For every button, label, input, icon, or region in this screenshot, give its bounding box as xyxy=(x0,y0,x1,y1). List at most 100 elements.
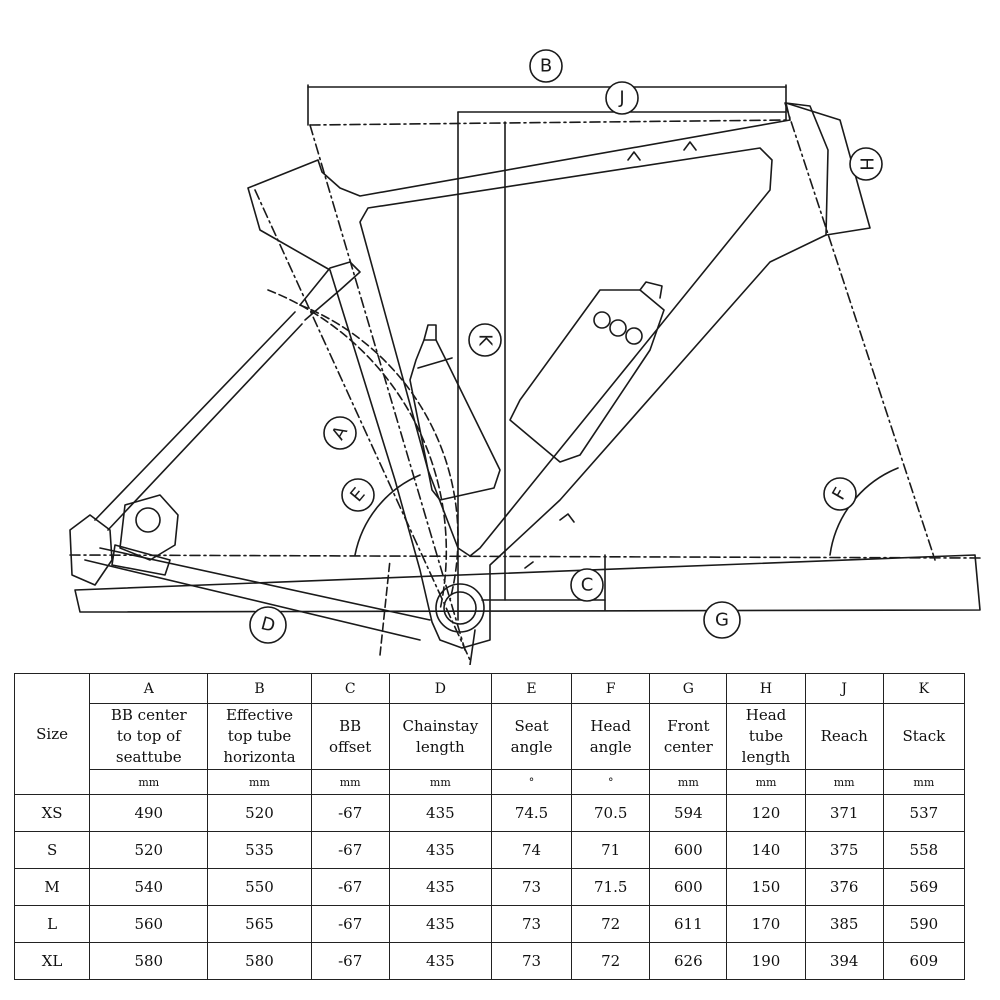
size-cell: XL xyxy=(13,942,91,980)
cell-e: 74.5 xyxy=(490,794,573,832)
seat-stay xyxy=(94,311,303,531)
cell-h: 120 xyxy=(726,794,806,832)
cell-f: 71.5 xyxy=(571,868,651,906)
cell-a: 490 xyxy=(89,794,209,832)
cell-g: 626 xyxy=(649,942,728,980)
cell-d: 435 xyxy=(388,831,492,869)
col-name-j: Reach xyxy=(804,703,884,770)
marker-g: G xyxy=(715,610,729,631)
marker-e-circle xyxy=(341,478,375,512)
col-letter-b: B xyxy=(207,673,312,704)
unit-b: mm xyxy=(207,769,312,795)
table-row: S 520 535 -67 435 74 71 600 140 375 558 xyxy=(13,831,966,869)
cell-g: 600 xyxy=(649,831,728,869)
table-row: M 540 550 -67 435 73 71.5 600 150 376 56… xyxy=(13,868,966,906)
marker-g-circle xyxy=(703,601,741,639)
table-row: XS 490 520 -67 435 74.5 70.5 594 120 371… xyxy=(13,794,966,832)
cell-b: 565 xyxy=(207,905,312,943)
cell-c: -67 xyxy=(310,794,390,832)
column-letter-row: Size A B C D E F G H J K xyxy=(13,673,966,795)
unit-k: mm xyxy=(882,769,966,795)
col-letter-f: F xyxy=(571,673,651,704)
marker-d-circle xyxy=(249,606,287,644)
cell-a: 560 xyxy=(89,905,209,943)
unit-a: mm xyxy=(89,769,209,795)
cell-j: 375 xyxy=(804,831,884,869)
marker-a-circle xyxy=(323,416,357,450)
bottle-down-tube xyxy=(509,289,665,463)
unit-c: mm xyxy=(310,769,390,795)
size-cell: L xyxy=(13,905,91,943)
cell-g: 611 xyxy=(649,905,728,943)
marker-h: H xyxy=(856,157,877,171)
chain-stay xyxy=(84,547,431,641)
cell-f: 72 xyxy=(571,942,651,980)
cell-c: -67 xyxy=(310,868,390,906)
cell-h: 140 xyxy=(726,831,806,869)
cell-g: 600 xyxy=(649,868,728,906)
cell-d: 435 xyxy=(388,794,492,832)
cell-k: 558 xyxy=(882,831,966,869)
unit-j: mm xyxy=(804,769,884,795)
cell-c: -67 xyxy=(310,905,390,943)
cell-h: 170 xyxy=(726,905,806,943)
size-cell: M xyxy=(13,868,91,906)
cell-k: 590 xyxy=(882,905,966,943)
seat-stay-top xyxy=(299,261,361,321)
cell-e: 74 xyxy=(490,831,573,869)
cell-k: 569 xyxy=(882,868,966,906)
col-letter-h: H xyxy=(726,673,806,704)
marker-j-circle xyxy=(605,81,639,115)
marker-b: B xyxy=(540,56,552,77)
unit-g: mm xyxy=(649,769,728,795)
col-name-k: Stack xyxy=(882,703,966,770)
col-letter-e: E xyxy=(490,673,573,704)
cell-f: 70.5 xyxy=(571,794,651,832)
marker-f-circle xyxy=(823,477,857,511)
col-letter-c: C xyxy=(310,673,390,704)
marker-k: K xyxy=(475,334,496,347)
size-header: Size xyxy=(13,673,91,795)
table-row: XL 580 580 -67 435 73 72 626 190 394 609 xyxy=(13,942,966,980)
marker-c-circle xyxy=(570,568,604,602)
cell-e: 73 xyxy=(490,868,573,906)
bottle-seat-tube xyxy=(409,339,501,501)
cell-e: 73 xyxy=(490,905,573,943)
table-row: L 560 565 -67 435 73 72 611 170 385 590 xyxy=(13,905,966,943)
cell-a: 520 xyxy=(89,831,209,869)
unit-row: mm mm mm mm ° ° mm mm mm mm xyxy=(15,769,966,795)
cell-k: 609 xyxy=(882,942,966,980)
marker-j: J xyxy=(618,88,624,109)
cell-d: 435 xyxy=(388,868,492,906)
cell-b: 520 xyxy=(207,794,312,832)
marker-d: D xyxy=(259,613,278,637)
cell-h: 190 xyxy=(726,942,806,980)
cell-f: 71 xyxy=(571,831,651,869)
frame-geometry-diagram: B J H K A E F C G D xyxy=(69,49,981,665)
unit-f: ° xyxy=(571,769,651,795)
cell-j: 385 xyxy=(804,905,884,943)
ground-bar xyxy=(74,554,981,613)
marker-c: C xyxy=(581,575,594,596)
cell-d: 435 xyxy=(388,905,492,943)
cell-f: 72 xyxy=(571,905,651,943)
cell-b: 535 xyxy=(207,831,312,869)
cell-j: 371 xyxy=(804,794,884,832)
size-cell: S xyxy=(13,831,91,869)
unit-d: mm xyxy=(388,769,492,795)
cell-j: 394 xyxy=(804,942,884,980)
col-letter-k: K xyxy=(882,673,966,704)
cell-e: 73 xyxy=(490,942,573,980)
cell-a: 580 xyxy=(89,942,209,980)
col-letter-a: A xyxy=(89,673,209,704)
cell-d: 435 xyxy=(388,942,492,980)
cell-b: 550 xyxy=(207,868,312,906)
cell-c: -67 xyxy=(310,942,390,980)
marker-k-circle xyxy=(468,323,502,357)
